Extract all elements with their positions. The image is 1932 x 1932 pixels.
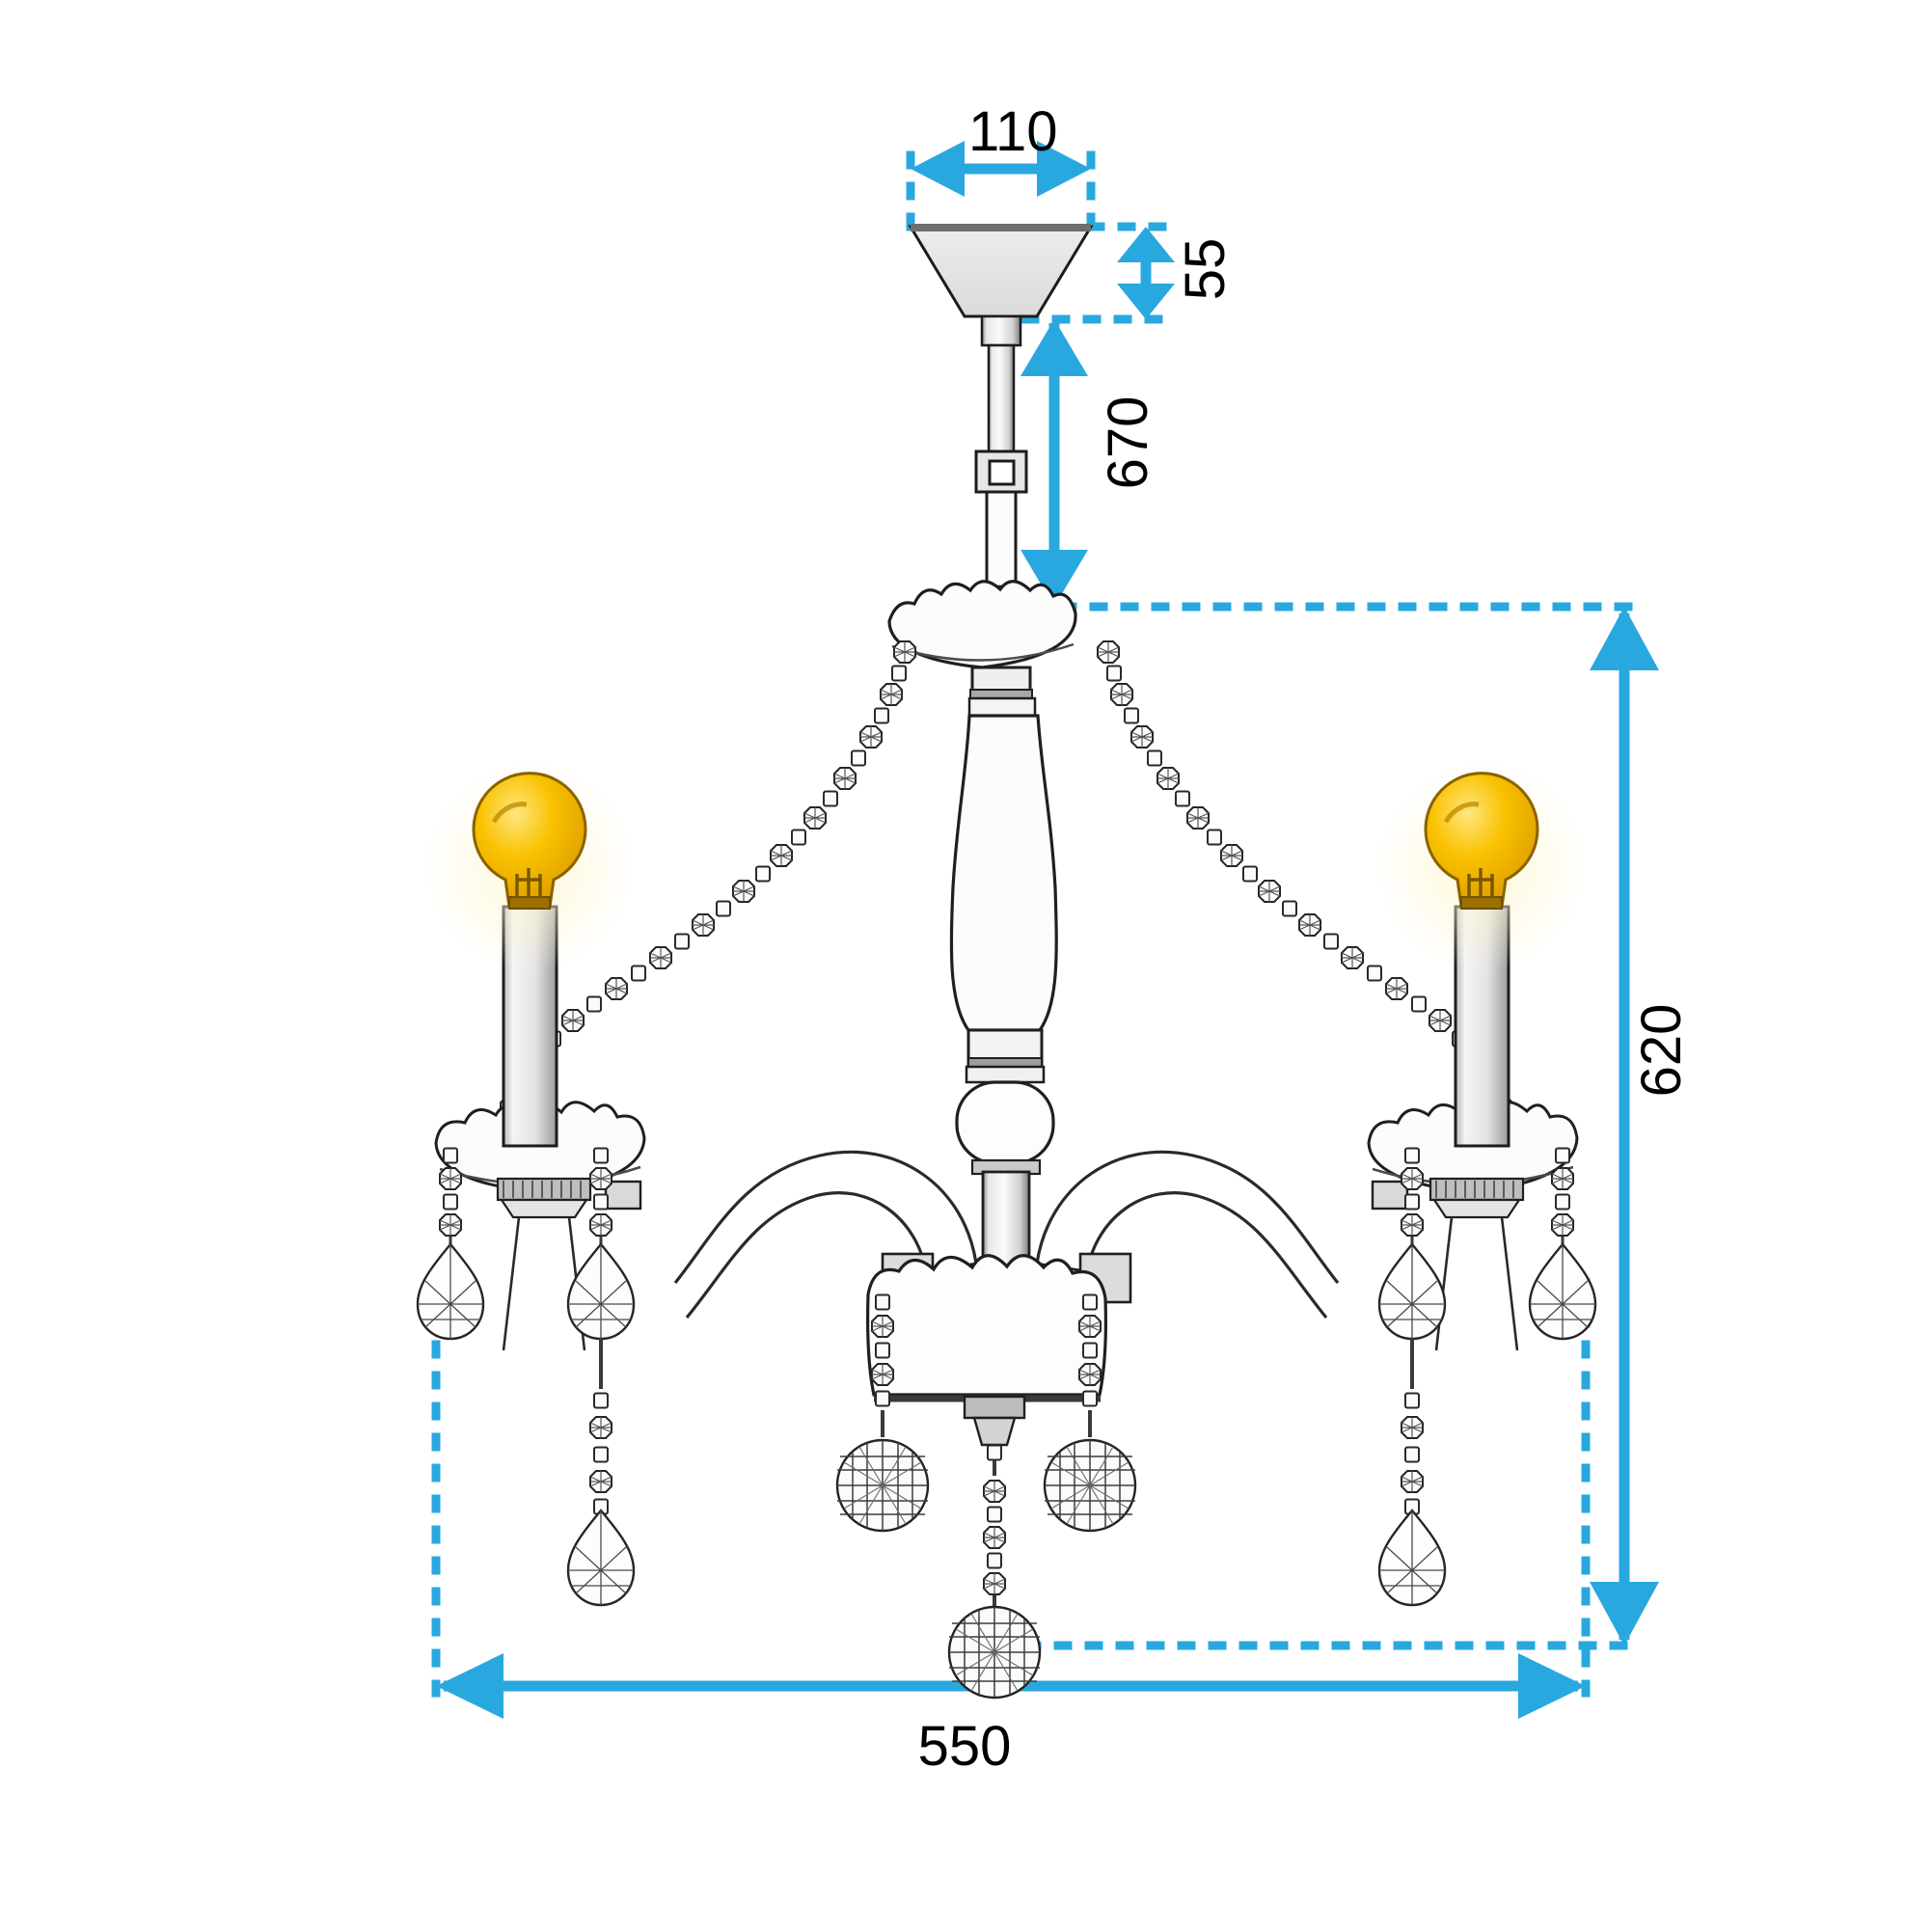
extension-lines (431, 140, 1635, 1698)
center-sphere (955, 1080, 1055, 1176)
crystal-teardrop-group-left (416, 1147, 636, 1607)
dimension-label-620: 620 (1630, 1003, 1693, 1098)
dimension-55-arrow (1117, 227, 1175, 319)
crystal-ball-pendant (1043, 1293, 1137, 1533)
crystal-teardrop (566, 1147, 636, 1607)
candle-assembly-left (423, 760, 646, 1351)
crystal-teardrop (1528, 1147, 1597, 1341)
suspension-rod (974, 314, 1028, 602)
dimension-110-arrow (911, 141, 1091, 197)
candle-assembly-right (1367, 760, 1588, 1351)
chandelier-illustration (416, 224, 1597, 1700)
dimension-label-110: 110 (968, 100, 1058, 163)
ceiling-canopy (908, 224, 1094, 318)
center-column (949, 666, 1058, 1084)
upper-crown (887, 580, 1077, 669)
dimension-670-arrow (1020, 319, 1088, 607)
dimension-620-arrow (1590, 607, 1659, 1646)
crystal-ball-group (835, 1293, 1137, 1700)
crystal-teardrop (416, 1147, 485, 1341)
dimension-label-55: 55 (1174, 237, 1237, 301)
dimension-annotations (431, 140, 1659, 1719)
crystal-teardrop-group-right (1377, 1147, 1597, 1607)
crystal-ball-center (947, 1395, 1042, 1700)
dimension-label-550: 550 (917, 1715, 1012, 1778)
dimension-label-670: 670 (1097, 395, 1159, 490)
crystal-teardrop (1377, 1147, 1447, 1607)
crystal-ball-pendant (835, 1293, 930, 1533)
